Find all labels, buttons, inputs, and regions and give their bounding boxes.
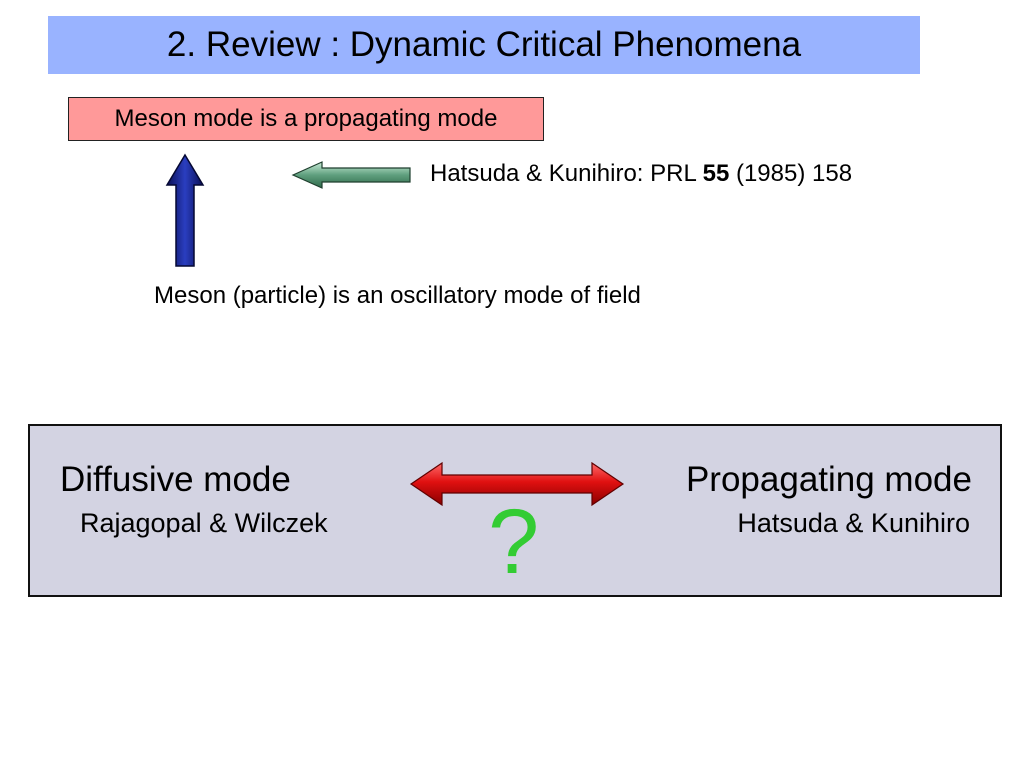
meson-statement: Meson (particle) is an oscillatory mode … xyxy=(154,282,641,309)
reference-suffix: (1985) 158 xyxy=(729,160,853,187)
highlight-box: Meson mode is a propagating mode xyxy=(68,97,544,141)
diffusive-mode-label: Diffusive mode xyxy=(60,460,291,499)
reference-volume: 55 xyxy=(702,160,730,187)
reference-citation: Hatsuda & Kunihiro: PRL 55 (1985) 158 xyxy=(430,160,852,188)
left-arrow-icon xyxy=(291,161,411,189)
title-bar: 2. Review : Dynamic Critical Phenomena xyxy=(48,16,920,74)
up-arrow-icon xyxy=(165,153,205,267)
diffusive-mode-reference: Rajagopal & Wilczek xyxy=(80,508,328,538)
slide-title: 2. Review : Dynamic Critical Phenomena xyxy=(166,25,802,64)
question-mark: ? xyxy=(488,491,540,593)
comparison-box xyxy=(28,424,1002,597)
reference-prefix: Hatsuda & Kunihiro: PRL xyxy=(430,160,703,187)
propagating-mode-reference: Hatsuda & Kunihiro xyxy=(737,508,970,538)
double-arrow-icon xyxy=(409,461,625,507)
propagating-mode-label: Propagating mode xyxy=(685,460,972,499)
